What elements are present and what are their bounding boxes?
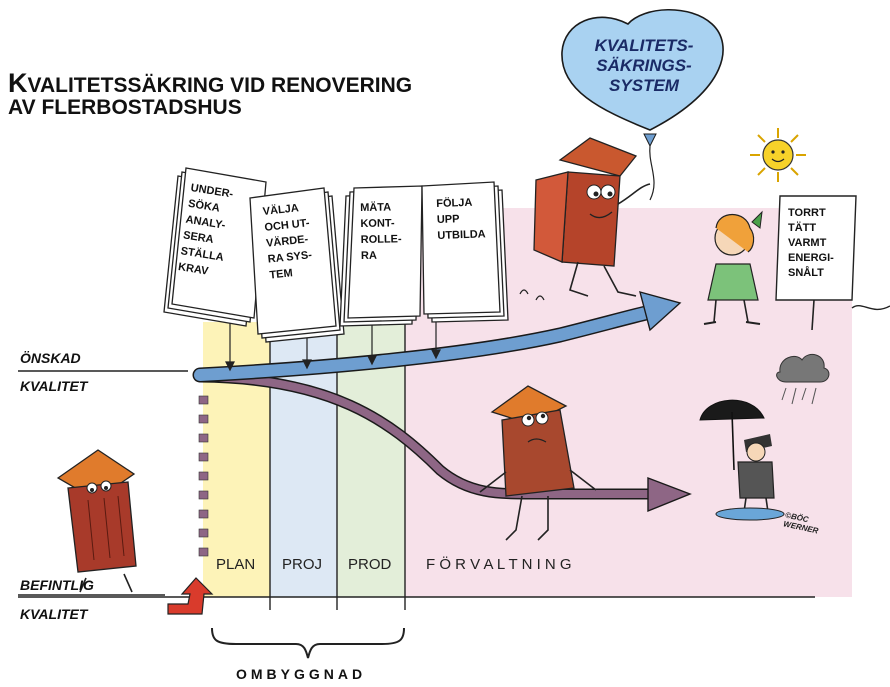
sign-line: TORRT — [788, 207, 826, 219]
document-stack-4 — [421, 181, 509, 323]
girl-character — [703, 210, 763, 325]
sign-line: TÄTT — [788, 222, 817, 234]
balloon-line1: KVALITETS- — [594, 36, 694, 55]
document-3-line: MÄTA — [360, 201, 392, 214]
upper-arrow-head — [639, 291, 682, 332]
sign-line: SNÅLT — [788, 267, 824, 279]
balloon-text: KVALITETS- SÄKRINGS- SYSTEM — [584, 36, 704, 96]
document-3-line: ROLLE- — [360, 233, 402, 246]
broken-house-character — [56, 449, 137, 593]
document-3-text: MÄTA KONT- ROLLE- RA — [360, 199, 421, 264]
document-2-text: VÄLJA OCH UT- VÄRDE- RA SYS- TEM — [262, 197, 340, 284]
phase-forvaltning: F Ö R V A L T N I N G — [426, 556, 572, 573]
ombyggnad-brace — [211, 627, 405, 659]
document-4-line: UTBILDA — [437, 228, 486, 242]
sign-board — [775, 195, 890, 331]
desired-quality-label-2: KVALITET — [20, 378, 88, 394]
document-4-text: FÖLJA UPP UTBILDA — [436, 194, 498, 244]
quality-steps — [198, 395, 209, 557]
document-stack-2 — [249, 187, 345, 343]
balloon-line2: SÄKRINGS- — [596, 56, 692, 75]
sign-line: VARMT — [788, 237, 827, 249]
document-stack-3 — [339, 185, 423, 327]
man-with-umbrella-character — [699, 399, 785, 521]
phase-proj: PROJ — [282, 556, 323, 573]
ombyggnad-label: OMBYGGNAD — [236, 666, 367, 682]
desired-quality-label-1: ÖNSKAD — [20, 350, 81, 366]
diagram-title: KVALITETSSÄKRING VID RENOVERING AV FLERB… — [8, 70, 413, 119]
sign-text: TORRT TÄTT VARMT ENERGI- SNÅLT — [788, 206, 850, 281]
document-3-line: KONT- — [360, 217, 395, 230]
title-line1: VALITETSSÄKRING VID RENOVERING — [27, 74, 413, 97]
document-stack-1 — [163, 167, 267, 327]
title-line2: AV FLERBOSTADSHUS — [8, 96, 242, 119]
document-3-line: RA — [360, 249, 377, 262]
title-initial: K — [8, 68, 28, 98]
sign-line: ENERGI- — [788, 252, 834, 264]
sun-icon — [750, 128, 806, 182]
phase-plan: PLAN — [216, 556, 256, 573]
lower-arrow-head — [647, 476, 692, 513]
existing-quality-arrow — [167, 577, 214, 615]
flying-house-character — [519, 137, 651, 301]
balloon-line3: SYSTEM — [609, 76, 679, 95]
existing-quality-label-2: KVALITET — [20, 606, 88, 622]
sitting-house-character — [479, 385, 597, 541]
phase-prod: PROD — [348, 556, 392, 573]
rain-cloud-icon — [776, 353, 830, 405]
balloon — [561, 8, 724, 201]
existing-quality-label-1: BEFINTLIG — [20, 577, 94, 593]
